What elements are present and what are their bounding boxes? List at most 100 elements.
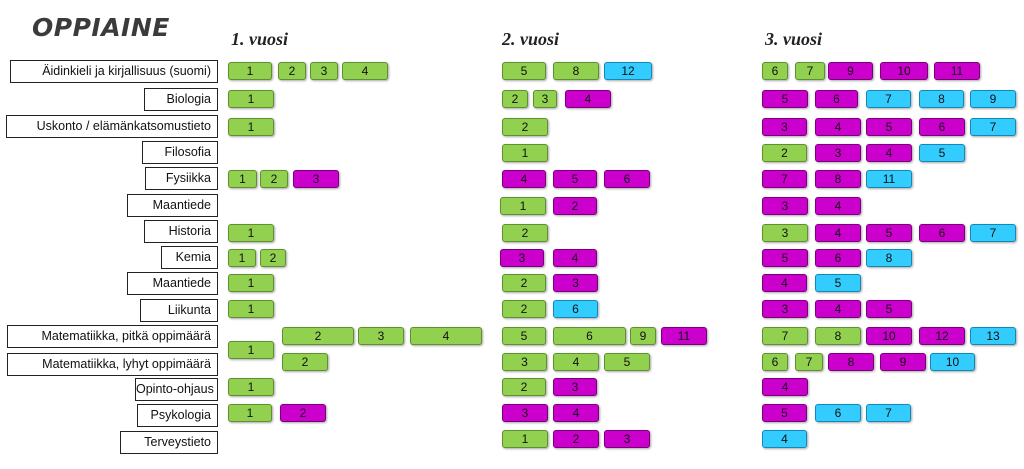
subject-maantiede: Maantiede [127,194,218,217]
course-block-r11-y3-6: 6 [762,353,788,371]
course-block-r11-y3-10: 10 [930,353,975,371]
course-block-r12-y2-2: 2 [502,378,546,396]
subject-psykologia: Psykologia [137,404,218,427]
course-block-r9-y2-2: 2 [502,300,546,318]
subject-terveystieto: Terveystieto [120,431,218,454]
course-block-r11-y1-2: 2 [282,353,328,371]
course-block-r3-y3-2: 2 [762,144,807,162]
course-block-r9-y3-4: 4 [815,300,861,318]
course-block-r10-y2-11: 11 [661,327,707,345]
year-3-heading: 3. vuosi [765,29,823,49]
course-block-r4-y1-1: 1 [228,170,257,188]
subject-historia: Historia [144,220,218,243]
course-block-r0-y1-1: 1 [228,62,272,80]
course-block-r7-y1-2: 2 [260,249,286,267]
course-block-r0-y2-8: 8 [553,62,599,80]
course-block-r1-y3-9: 9 [970,90,1016,108]
course-block-r9-y3-3: 3 [762,300,808,318]
course-block-r13-y2-3: 3 [502,404,548,422]
course-block-r2-y1-1: 1 [228,118,274,136]
year-2-heading: 2. vuosi [502,29,560,49]
course-block-r2-y3-7: 7 [970,118,1016,136]
course-block-r0-y3-11: 11 [934,62,980,80]
course-block-r1-y3-6: 6 [815,90,858,108]
course-block-r4-y3-8: 8 [815,170,861,188]
subject-liikunta: Liikunta [140,299,218,322]
course-block-r10-y3-7: 7 [762,327,808,345]
course-block-r4-y3-11: 11 [866,170,912,188]
course-block-r7-y2-4: 4 [553,249,597,267]
course-block-r6-y3-3: 3 [762,224,808,242]
course-block-r11-y2-5: 5 [604,353,650,371]
course-block-r0-y3-6: 6 [762,62,788,80]
course-block-r1-y2-2: 2 [502,90,528,108]
course-block-r11-y3-8: 8 [828,353,874,371]
course-block-r8-y2-3: 3 [553,274,598,292]
course-block-r1-y2-3: 3 [533,90,557,108]
course-block-r8-y3-4: 4 [762,274,807,292]
course-block-r8-y3-5: 5 [815,274,861,292]
course-block-r0-y2-12: 12 [604,62,652,80]
course-block-r13-y2-4: 4 [553,404,599,422]
course-block-r7-y3-6: 6 [815,249,861,267]
course-block-r0-y2-5: 5 [502,62,546,80]
course-block-r12-y2-3: 3 [553,378,597,396]
course-block-r6-y3-6: 6 [919,224,965,242]
subject-aidinkieli: Äidinkieli ja kirjallisuus (suomi) [10,60,218,83]
course-block-r11-y2-3: 3 [502,353,547,371]
course-block-r7-y3-8: 8 [866,249,912,267]
course-block-r5-y1-1: 1 [500,197,546,215]
course-block-r0-y1-4: 4 [342,62,388,80]
course-block-r0-y3-9: 9 [828,62,873,80]
year-1-heading: 1. vuosi [231,29,289,49]
subject-maantiede-2: Maantiede [127,272,218,295]
page-title: OPPIAINE [32,13,170,42]
course-block-r13-y3-5: 5 [762,404,807,422]
course-block-r5-y2-3: 3 [762,197,808,215]
course-block-r14-y2-3: 3 [604,430,650,448]
course-block-r14-y2-2: 2 [553,430,599,448]
subject-matematiikka-lyhyt: Matematiikka, lyhyt oppimäärä [7,353,218,376]
course-block-r4-y2-6: 6 [604,170,650,188]
subject-kemia: Kemia [161,246,218,269]
course-block-r1-y3-7: 7 [866,90,911,108]
course-block-r5-y3-4: 4 [815,197,861,215]
course-block-r1-y3-5: 5 [762,90,808,108]
course-block-r8-y2-2: 2 [502,274,546,292]
course-block-r4-y1-3: 3 [293,170,339,188]
course-block-r6-y2-2: 2 [502,224,548,242]
course-block-r10-y1-4: 4 [410,327,482,345]
course-block-r3-y2-1: 1 [502,144,548,162]
course-block-r9-y1-1: 1 [228,300,274,318]
course-block-r2-y3-3: 3 [762,118,807,136]
course-block-r4-y2-4: 4 [502,170,546,188]
course-block-r7-y3-5: 5 [762,249,808,267]
course-block-r6-y3-4: 4 [815,224,861,242]
course-block-r10-y2-9: 9 [630,327,656,345]
course-block-r12-y1-1: 1 [228,378,274,396]
course-block-r4-y1-2: 2 [260,170,288,188]
course-block-r10-y1-3: 3 [358,327,404,345]
course-block-r9-y3-5: 5 [866,300,912,318]
course-block-r10-y2-6: 6 [553,327,626,345]
subject-matematiikka-pitka: Matematiikka, pitkä oppimäärä [7,325,218,348]
course-block-r13-y3-7: 7 [866,404,911,422]
course-block-r6-y1-1: 1 [228,224,274,242]
course-block-r10-y3-13: 13 [970,327,1016,345]
course-block-r2-y3-5: 5 [866,118,912,136]
course-block-r1-y1-1: 1 [228,90,274,108]
course-block-r1-y3-8: 8 [919,90,964,108]
course-block-r14-y3-4: 4 [762,430,807,448]
course-block-r0-y3-7: 7 [795,62,825,80]
course-block-r9-y2-6: 6 [553,300,598,318]
course-block-r3-y3-4: 4 [866,144,912,162]
course-block-r10-y3-10: 10 [866,327,912,345]
course-block-r14-y2-1: 1 [502,430,548,448]
course-block-r11-y3-9: 9 [880,353,926,371]
course-block-r1-y2-4: 4 [565,90,611,108]
course-block-r13-y3-6: 6 [815,404,861,422]
course-block-r10-y2-5: 5 [502,327,546,345]
course-block-r13-y1-2: 2 [280,404,326,422]
course-block-r13-y1-1: 1 [228,404,272,422]
